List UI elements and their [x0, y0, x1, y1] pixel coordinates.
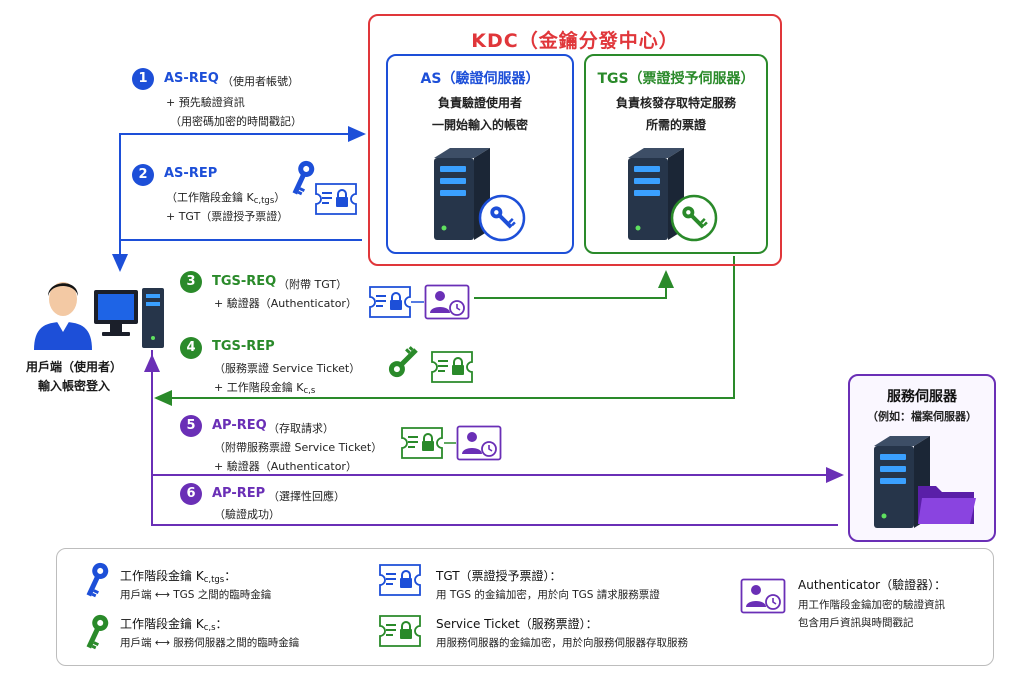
step-badge: 6	[180, 483, 202, 505]
arrow-tgs-rep	[154, 256, 735, 406]
computer-icon	[94, 288, 164, 348]
server-icon	[434, 148, 526, 242]
step-badge: 1	[132, 68, 154, 90]
message-title: AS-REQ	[164, 71, 219, 86]
ticket-icon	[369, 286, 411, 318]
message-head: （選擇性回應）	[268, 490, 345, 503]
tgs-desc: 負責核發存取特定服務 所需的票證	[615, 96, 736, 132]
message-title: TGS-REQ	[212, 274, 277, 289]
legend-ticket-desc: 用服務伺服器的金鑰加密，用於向服務伺服器存取服務	[436, 637, 688, 649]
message-line: + 驗證器（Authenticator）	[214, 460, 357, 473]
legend-auth-desc: 用工作階段金鑰加密的驗證資訊	[798, 599, 945, 611]
as-desc: 負責驗證使用者 一開始輸入的帳密	[431, 96, 528, 132]
message-line: （服務票證 Service Ticket）	[214, 362, 361, 375]
legend-ticket-title: Service Ticket（服務票證）：	[436, 617, 598, 631]
legend-auth-title: Authenticator（驗證器）：	[798, 578, 947, 592]
service-server-subtitle: （例如：檔案伺服器）	[867, 410, 977, 423]
service-server-title: 服務伺服器	[887, 389, 957, 405]
message-head: （附帶 TGT）	[278, 278, 348, 291]
user-icon	[34, 282, 92, 350]
key-icon	[86, 562, 109, 598]
legend-box	[56, 548, 994, 666]
legend-key-s-title: 工作階段金鑰 Kc,s：	[120, 617, 228, 633]
message-line: + TGT（票證授予票證）	[166, 210, 289, 223]
message-line: （用密碼加密的時間戳記）	[170, 115, 302, 128]
ticket-icon	[315, 183, 357, 215]
as-title: AS（驗證伺服器）	[420, 71, 540, 87]
client-label: 用戶端（使用者） 輸入帳密登入	[25, 360, 122, 393]
message-line: + 工作階段金鑰 Kc,s	[214, 381, 316, 396]
message-title: AP-REP	[212, 486, 266, 501]
step-badge: 3	[180, 271, 202, 293]
ticket-icon	[379, 564, 421, 596]
message-line: （工作階段金鑰 Kc,tgs）	[166, 191, 286, 206]
authenticator-icon	[456, 425, 502, 461]
message-head: （使用者帳號）	[222, 75, 299, 88]
kdc-title: KDC（金鑰分發中心）	[471, 30, 679, 52]
message-line: （附帶服務票證 Service Ticket）	[214, 441, 383, 454]
legend-key-s-desc: 用戶端 ⟷ 服務伺服器之間的臨時金鑰	[120, 637, 300, 649]
message-line: + 預先驗證資訊	[166, 96, 245, 109]
folder-icon	[918, 486, 976, 524]
arrow-ap-rep	[144, 354, 838, 526]
message-title: TGS-REP	[212, 339, 275, 354]
as-box: AS（驗證伺服器） 負責驗證使用者 一開始輸入的帳密	[386, 54, 574, 254]
server-icon	[628, 148, 718, 242]
step-badge: 4	[180, 337, 202, 359]
tgs-box: TGS（票證授予伺服器） 負責核發存取特定服務 所需的票證	[584, 54, 768, 254]
key-icon	[86, 614, 109, 650]
message-title: AS-REP	[164, 166, 218, 181]
authenticator-icon	[424, 284, 470, 320]
legend-tgt-desc: 用 TGS 的金鑰加密，用於向 TGS 請求服務票證	[436, 589, 660, 601]
kdc-box: KDC（金鑰分發中心）	[368, 14, 782, 266]
legend-key-tgs-desc: 用戶端 ⟷ TGS 之間的臨時金鑰	[120, 589, 272, 601]
ticket-icon	[379, 615, 421, 647]
authenticator-icon	[740, 578, 786, 614]
legend-auth-desc: 包含用戶資訊與時間戳記	[798, 617, 914, 629]
legend-key-tgs-title: 工作階段金鑰 Kc,tgs：	[120, 569, 237, 585]
key-icon	[388, 346, 418, 378]
arrow-as-req	[119, 126, 366, 262]
ticket-icon	[401, 427, 443, 459]
tgs-title: TGS（票證授予伺服器）	[597, 71, 755, 87]
legend-tgt-title: TGT（票證授予票證）：	[436, 569, 562, 583]
arrow-as-rep	[112, 239, 362, 272]
message-line: （驗證成功）	[214, 508, 280, 521]
arrow-tgs-req	[474, 270, 674, 299]
step-badge: 5	[180, 415, 202, 437]
ticket-icon	[431, 351, 473, 383]
message-title: AP-REQ	[212, 418, 267, 433]
step-badge: 2	[132, 164, 154, 186]
message-head: （存取請求）	[268, 422, 334, 435]
key-icon	[292, 160, 315, 196]
message-line: + 驗證器（Authenticator）	[214, 297, 357, 310]
